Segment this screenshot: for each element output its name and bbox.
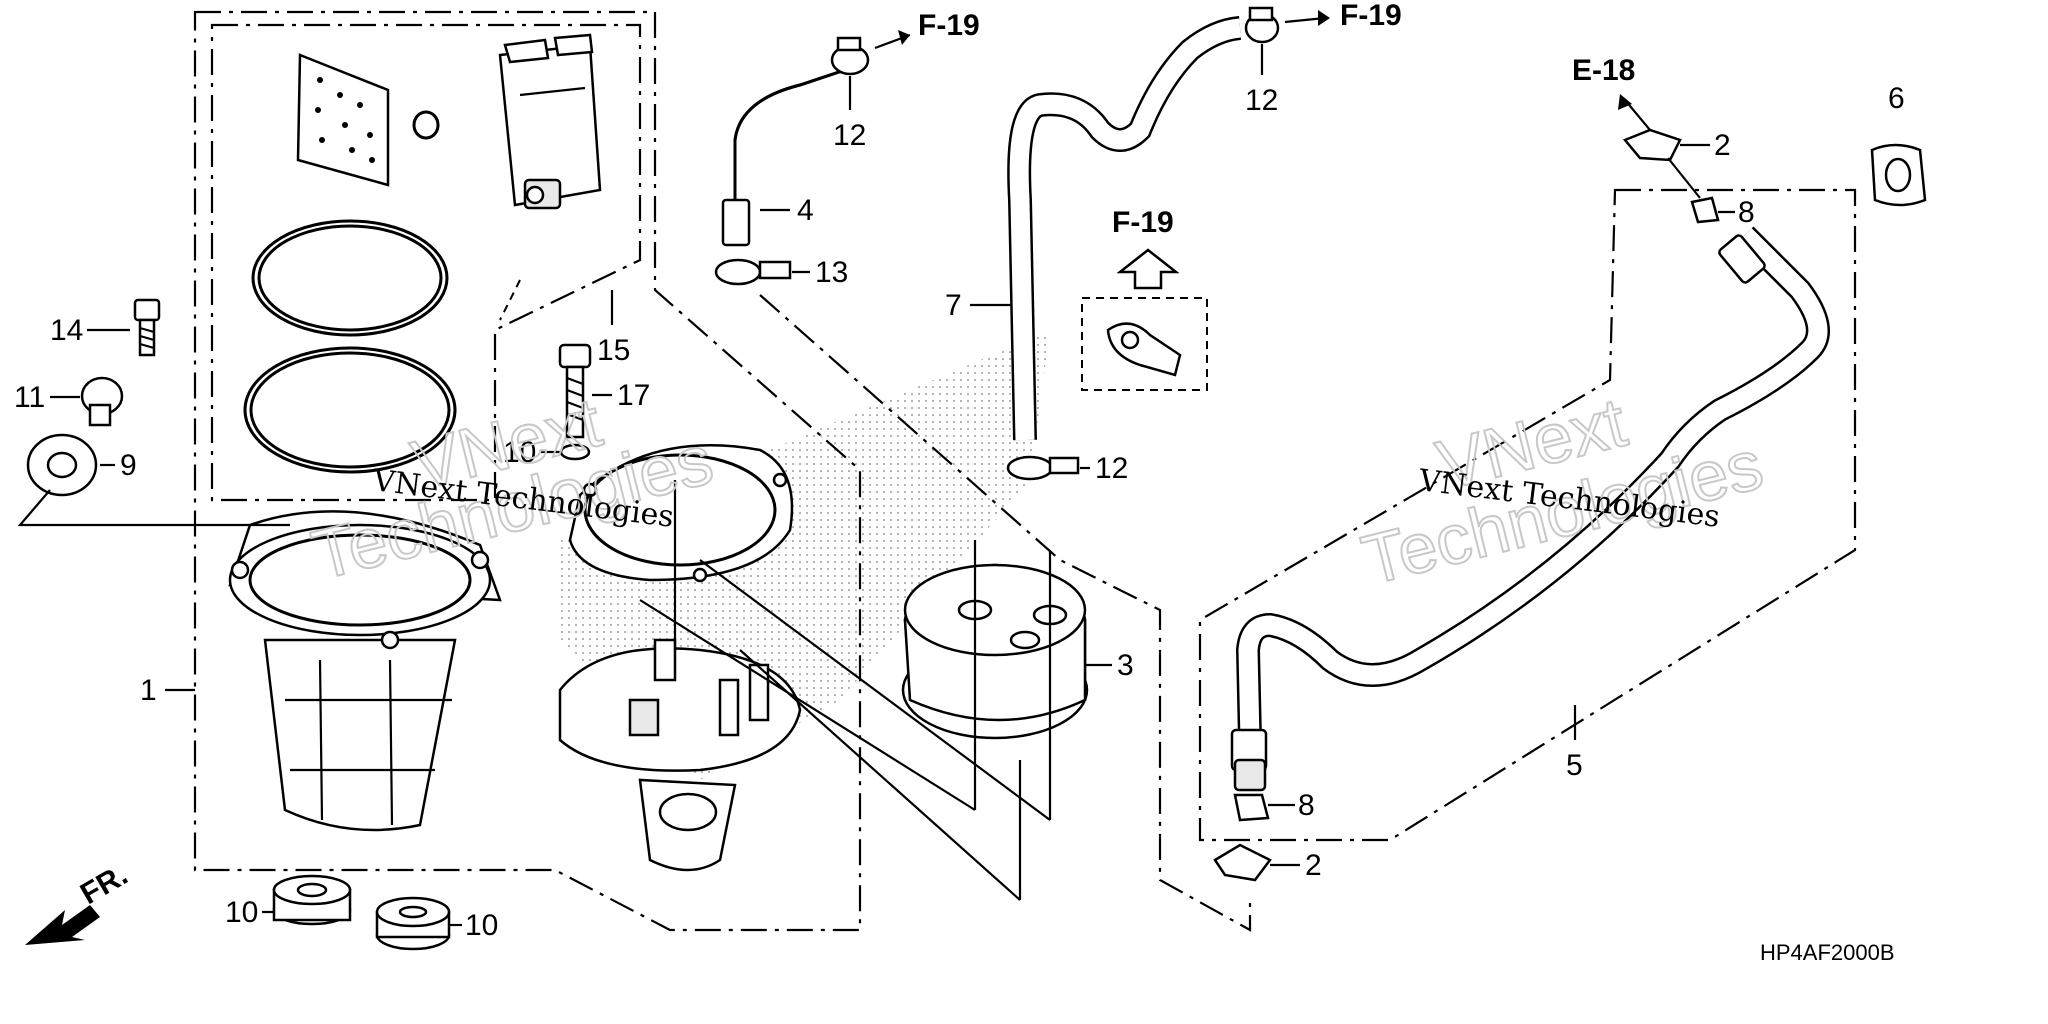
filter-holder	[498, 33, 602, 210]
pump-base	[558, 480, 802, 872]
callout-9[interactable]: 9	[120, 449, 137, 482]
fuel-filter-3	[901, 563, 1089, 740]
callout-17[interactable]: 17	[617, 379, 650, 412]
collar-11	[80, 376, 124, 427]
gasket-plate	[568, 444, 794, 583]
callout-12c[interactable]: 12	[1095, 452, 1128, 485]
diagram-code: HP4AF2000B	[1760, 940, 1895, 965]
clip-detail-box	[1081, 297, 1208, 391]
callout-11[interactable]: 11	[14, 381, 45, 414]
clip-2b	[1213, 843, 1272, 882]
bushing-6	[1870, 143, 1927, 207]
callout-12b[interactable]: 12	[1245, 84, 1278, 117]
ref-arrow-up	[1116, 248, 1180, 290]
bolt-14	[133, 298, 161, 357]
callout-2b[interactable]: 2	[1305, 849, 1322, 882]
o-ring-large-b-inner	[249, 351, 451, 469]
clamp-13	[714, 258, 792, 286]
fuel-pump-module	[228, 510, 502, 832]
clamp-12a	[830, 36, 870, 76]
clip-detail	[1106, 322, 1182, 377]
callout-8b[interactable]: 8	[1298, 789, 1315, 822]
clip-8b	[1233, 793, 1270, 822]
group-outline-middle	[759, 294, 1252, 932]
front-direction-label: FR.	[75, 858, 133, 911]
filter-sheet	[296, 53, 390, 187]
callout-6[interactable]: 6	[1888, 82, 1905, 115]
clamp-12c	[1006, 455, 1080, 481]
callout-12a[interactable]: 12	[833, 119, 866, 152]
front-direction-arrow	[25, 905, 100, 945]
washer-16	[559, 443, 591, 461]
small-o-ring	[412, 110, 440, 140]
ref-f19-mid[interactable]: F-19	[1112, 206, 1174, 239]
callout-7[interactable]: 7	[945, 289, 962, 322]
hose-5-end-b	[1718, 234, 1766, 284]
group-outline-left	[193, 10, 862, 932]
kit-outline-15	[210, 23, 642, 502]
ref-e18[interactable]: E-18	[1572, 54, 1635, 87]
callout-3[interactable]: 3	[1117, 649, 1134, 682]
callout-5[interactable]: 5	[1566, 749, 1583, 782]
bolt-17	[558, 343, 592, 439]
hose-4	[733, 68, 846, 220]
clip-8a	[1690, 196, 1720, 224]
hose-4-end	[721, 198, 751, 247]
grommet-9	[26, 433, 98, 497]
callout-10a[interactable]: 10	[225, 896, 258, 929]
callout-2a[interactable]: 2	[1714, 129, 1731, 162]
o-ring-large-b	[243, 346, 457, 474]
o-ring-large-a	[251, 219, 449, 337]
callout-10b[interactable]: 10	[465, 909, 498, 942]
callout-14[interactable]: 14	[50, 314, 83, 347]
clamp-12b	[1244, 6, 1280, 44]
clip-2a	[1622, 128, 1682, 162]
ref-f19-top-left[interactable]: F-19	[918, 9, 980, 42]
callout-4[interactable]: 4	[797, 194, 814, 227]
callout-8a[interactable]: 8	[1738, 196, 1755, 229]
grommet-10b	[375, 896, 451, 951]
callout-13[interactable]: 13	[815, 256, 848, 289]
callout-16[interactable]: 10	[503, 436, 536, 469]
callout-1[interactable]: 1	[140, 674, 157, 707]
group-outline-right	[1198, 188, 1857, 842]
ref-f19-top-right[interactable]: F-19	[1340, 0, 1402, 32]
o-ring-large-a-inner	[257, 224, 443, 332]
grommet-10a	[272, 874, 352, 926]
callout-15[interactable]: 15	[597, 334, 630, 367]
